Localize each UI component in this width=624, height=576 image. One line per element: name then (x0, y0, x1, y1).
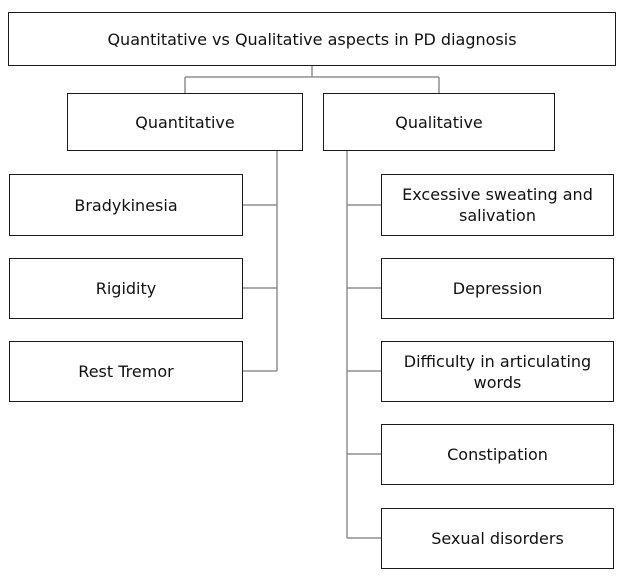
qualitative-item-label: Excessive sweating and salivation (402, 185, 593, 225)
quantitative-label: Quantitative (135, 112, 235, 132)
qualitative-label: Qualitative (395, 112, 483, 132)
qualitative-item-sexual-disorders: Sexual disorders (381, 508, 614, 569)
qualitative-item-label: Depression (452, 279, 543, 298)
qualitative-item-depression: Depression (381, 258, 614, 319)
quantitative-item-label: Bradykinesia (74, 195, 178, 215)
qualitative-item-articulation: Difficulty in articulating words (381, 341, 614, 402)
quantitative-item-label: Rest Tremor (78, 362, 174, 381)
qualitative-node: Qualitative (323, 93, 555, 151)
qualitative-item-constipation: Constipation (381, 424, 614, 485)
qualitative-item-sweating: Excessive sweating and salivation (381, 174, 614, 236)
root-title: Quantitative vs Qualitative aspects in P… (107, 29, 517, 49)
qualitative-item-label: Sexual disorders (431, 529, 564, 548)
quantitative-item-bradykinesia: Bradykinesia (9, 174, 243, 236)
root-node: Quantitative vs Qualitative aspects in P… (8, 12, 616, 66)
quantitative-item-label: Rigidity (95, 279, 157, 298)
quantitative-node: Quantitative (67, 93, 303, 151)
quantitative-item-rest-tremor: Rest Tremor (9, 341, 243, 402)
qualitative-item-label: Difficulty in articulating words (403, 351, 592, 392)
quantitative-item-rigidity: Rigidity (9, 258, 243, 319)
qualitative-item-label: Constipation (447, 445, 548, 464)
